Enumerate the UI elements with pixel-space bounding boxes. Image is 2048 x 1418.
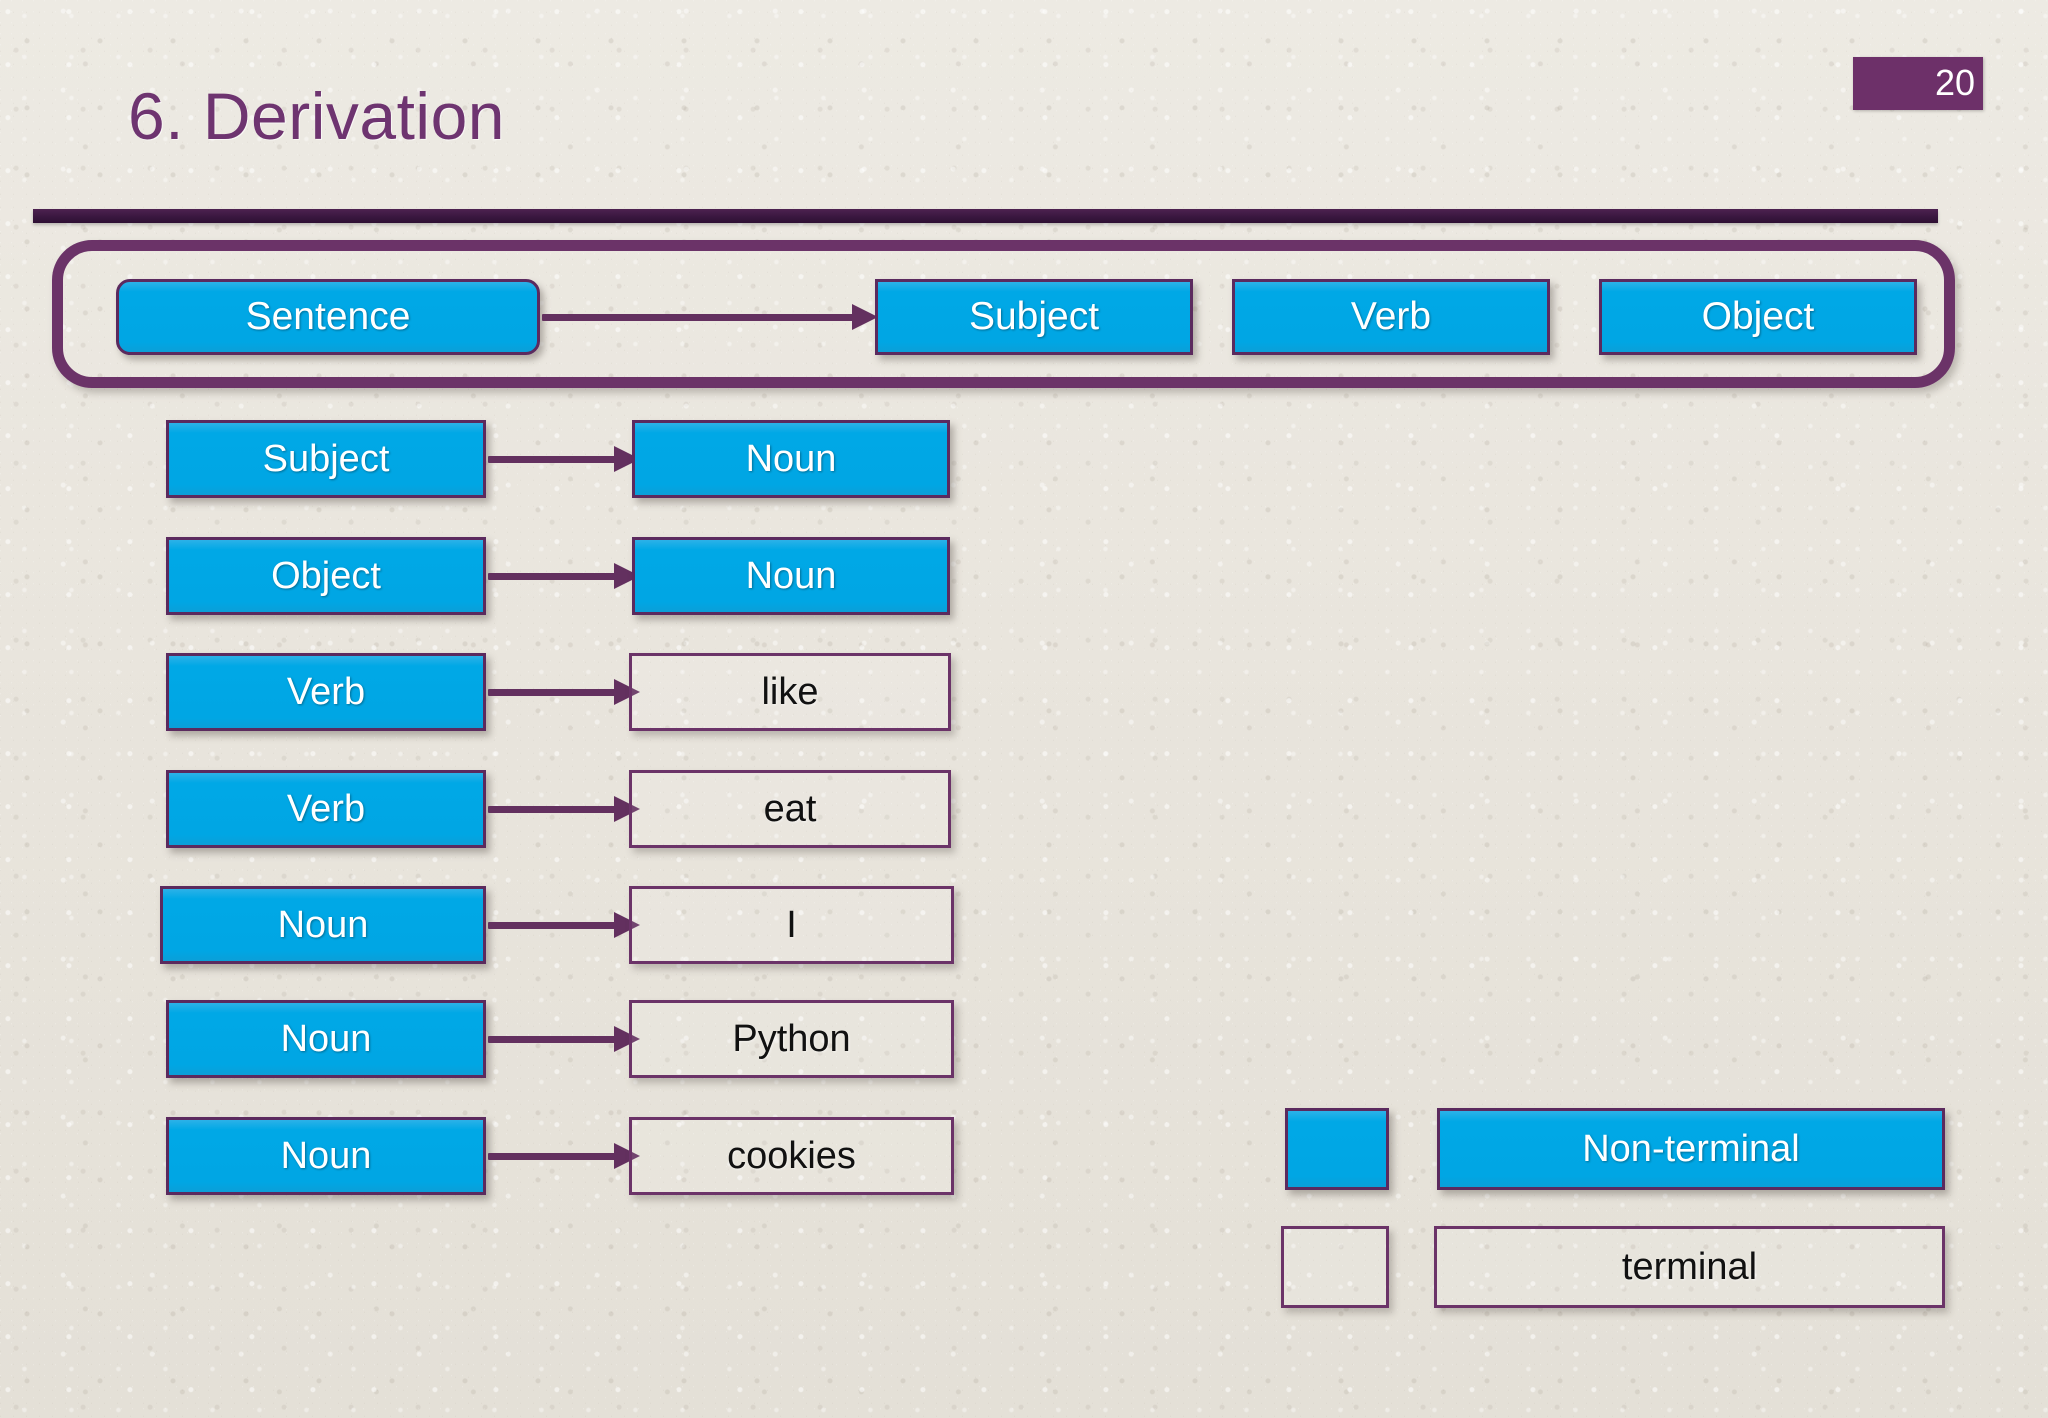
legend-nonterminal-label: Non-terminal bbox=[1582, 1127, 1800, 1170]
rule-row-rhs-label-5: Python bbox=[732, 1017, 851, 1060]
rule-arrow-0 bbox=[488, 446, 640, 472]
rule-row-rhs-5[interactable]: Python bbox=[629, 1000, 954, 1078]
rule-row-rhs-4[interactable]: I bbox=[629, 886, 954, 964]
rule-row-rhs-label-6: cookies bbox=[727, 1134, 856, 1177]
box-top-subject-label: Subject bbox=[968, 295, 1100, 338]
box-top-object[interactable]: Object bbox=[1599, 279, 1917, 355]
rule-row-rhs-label-2: like bbox=[761, 670, 819, 713]
highlight-frame bbox=[52, 240, 1955, 388]
box-sentence[interactable]: Sentence bbox=[116, 279, 540, 355]
rule-arrow-3 bbox=[488, 796, 640, 822]
rule-row-lhs-label-2: Verb bbox=[286, 670, 366, 713]
rule-row-rhs-2[interactable]: like bbox=[629, 653, 951, 731]
rule-arrow-6 bbox=[488, 1143, 640, 1169]
box-top-subject[interactable]: Subject bbox=[875, 279, 1193, 355]
legend-item-nonterminal: Non-terminal bbox=[1437, 1108, 1945, 1190]
rule-row-rhs-label-3: eat bbox=[763, 787, 817, 830]
rule-row-rhs-0[interactable]: Noun bbox=[632, 420, 950, 498]
legend-swatch-nonterminal bbox=[1285, 1108, 1389, 1190]
rule-row-lhs-label-1: Object bbox=[271, 554, 381, 597]
legend-swatch-terminal bbox=[1281, 1226, 1389, 1308]
title-divider bbox=[33, 209, 1938, 223]
rule-row-lhs-2[interactable]: Verb bbox=[166, 653, 486, 731]
rule-arrow-1 bbox=[488, 563, 640, 589]
legend-terminal-label: terminal bbox=[1621, 1245, 1758, 1288]
box-top-verb[interactable]: Verb bbox=[1232, 279, 1550, 355]
box-top-verb-label: Verb bbox=[1350, 295, 1432, 338]
box-top-object-label: Object bbox=[1701, 295, 1815, 338]
page-number-badge: 20 bbox=[1853, 57, 1983, 110]
rule-arrow-5 bbox=[488, 1026, 640, 1052]
legend-item-terminal: terminal bbox=[1434, 1226, 1945, 1308]
rule-row-rhs-label-1: Noun bbox=[745, 554, 837, 597]
rule-row-rhs-label-0: Noun bbox=[745, 437, 837, 480]
page-number-text: 20 bbox=[1934, 62, 1975, 103]
box-sentence-label: Sentence bbox=[245, 295, 411, 338]
rule-row-rhs-6[interactable]: cookies bbox=[629, 1117, 954, 1195]
page-title: 6. Derivation bbox=[128, 79, 506, 153]
rule-row-lhs-1[interactable]: Object bbox=[166, 537, 486, 615]
rule-row-lhs-label-0: Subject bbox=[262, 437, 390, 480]
rule-row-rhs-3[interactable]: eat bbox=[629, 770, 951, 848]
rule-row-lhs-6[interactable]: Noun bbox=[166, 1117, 486, 1195]
rule-row-lhs-0[interactable]: Subject bbox=[166, 420, 486, 498]
rule-row-lhs-label-6: Noun bbox=[280, 1134, 372, 1177]
rule-row-lhs-5[interactable]: Noun bbox=[166, 1000, 486, 1078]
rule-row-lhs-4[interactable]: Noun bbox=[160, 886, 486, 964]
rule-row-rhs-label-4: I bbox=[786, 903, 797, 946]
rule-row-lhs-label-5: Noun bbox=[280, 1017, 372, 1060]
rule-row-lhs-label-3: Verb bbox=[286, 787, 366, 830]
rule-arrow-2 bbox=[488, 679, 640, 705]
rule-row-lhs-label-4: Noun bbox=[277, 903, 369, 946]
rule-row-rhs-1[interactable]: Noun bbox=[632, 537, 950, 615]
rule-row-lhs-3[interactable]: Verb bbox=[166, 770, 486, 848]
rule-arrow-4 bbox=[488, 912, 640, 938]
